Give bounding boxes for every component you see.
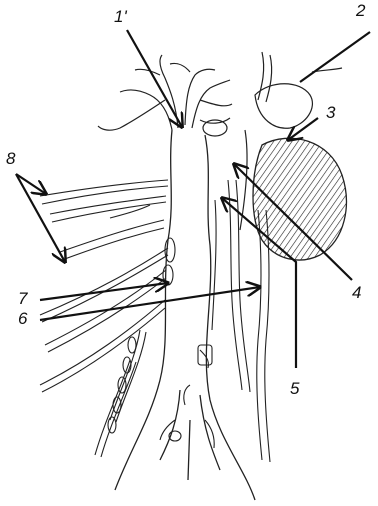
main-trunk [115,130,255,500]
label-6: 6 [18,310,27,327]
label-2: 2 [356,2,365,19]
arrow-1 [127,30,182,127]
arrow-6 [40,287,260,320]
label-7: 7 [18,290,27,307]
arrow-2 [300,32,370,82]
arrow-8b [16,174,65,262]
label-8: 8 [6,150,15,167]
left-fibers [40,180,168,457]
label-3: 3 [326,104,335,121]
label-5: 5 [290,380,299,397]
label-1prime: 1' [114,8,127,25]
lower-branches [160,385,214,448]
label-4: 4 [352,284,361,301]
